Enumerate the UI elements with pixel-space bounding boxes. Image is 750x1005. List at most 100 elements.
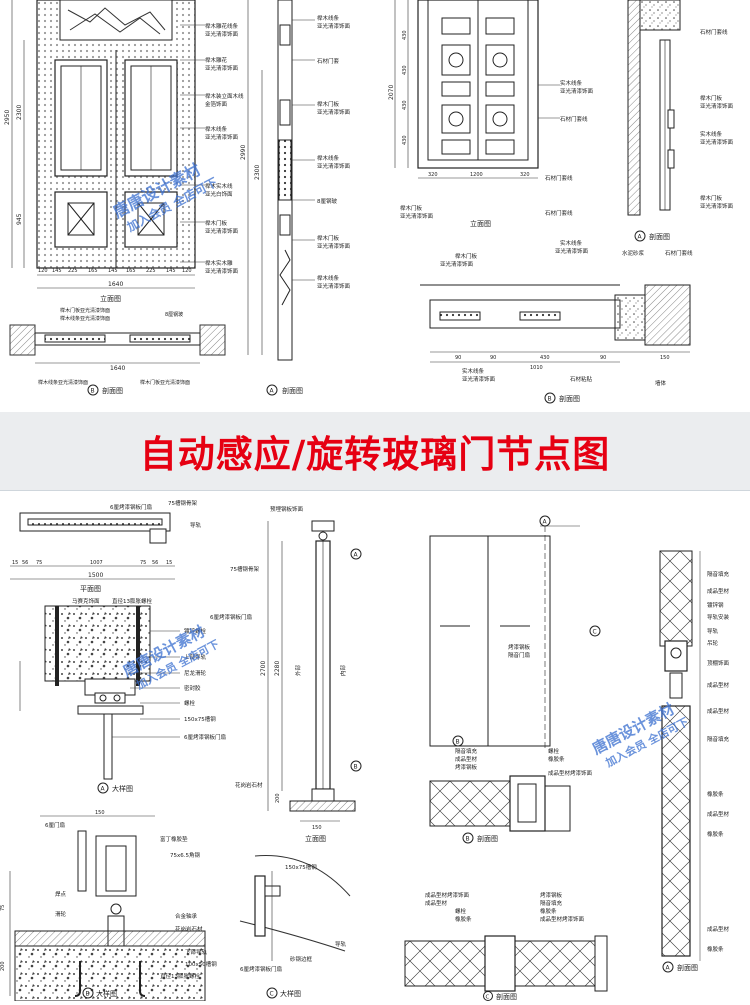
dim-225a: 225: [68, 268, 78, 274]
tr-b-dim-2: 430: [540, 355, 550, 361]
insulated-door-elevation: [429, 525, 580, 751]
br-a-callout-0: 隔音填充: [707, 570, 730, 578]
plan-callouts-topleft: 榉木门板亚光清漆饰面 榉木线条亚光清漆饰面 8厘钢玻 榉木线条亚光清漆饰面 榉木…: [38, 307, 190, 386]
tl-plan-callout-4: 榉木门板亚光清漆饰面: [140, 379, 190, 386]
door-section-middle: [247, 0, 293, 361]
detail-a-callouts: 马赛克饰面 直径13膨胀螺栓 镀锌螺栓 上部导轨 尼龙滑轮 密封胶 螺栓 150…: [72, 597, 226, 741]
bl-a-callout-7: 150x75槽钢: [184, 715, 216, 723]
tr-b-callout-6: 实木线条: [462, 367, 485, 375]
bl-b-dim-1: 75: [0, 905, 6, 911]
dim-bm-200: 200: [275, 793, 281, 803]
label-b-topleft: B: [91, 388, 95, 395]
label-a-circle-bottom: [97, 782, 109, 794]
dim-tr-320a: 320: [428, 172, 438, 178]
br-a-callout-5: 吊轮: [707, 639, 719, 647]
label-b-elev: B: [354, 764, 358, 771]
br-b-callout-2: 烤漆钢板: [455, 763, 478, 771]
bl-a-callout-2: 镀锌螺栓: [184, 627, 207, 635]
elevation-title-topleft: 立面图: [100, 294, 121, 303]
dim-tr-2070: 2070: [388, 85, 395, 100]
label-b-circle-right: [544, 392, 556, 404]
dim-165a: 165: [88, 268, 98, 274]
br-c-callout-2: 螺栓: [455, 907, 467, 915]
detail-a-title: 大样图: [112, 784, 133, 793]
section-a-title-right: 剖面图: [649, 232, 670, 241]
elevation-title-bm: 立面图: [305, 834, 326, 843]
dim-bm-2700: 2700: [260, 661, 267, 676]
label-b-br-elev: B: [456, 739, 460, 746]
dim-945: 945: [16, 213, 23, 225]
tl-callout-13: 亚光清漆饰面: [205, 267, 239, 275]
tl-plan-callout-2: 8厘钢玻: [165, 311, 183, 318]
bl-dim-6: 15: [166, 560, 172, 566]
label-a-br: A: [543, 519, 548, 526]
dim-1640: 1640: [108, 281, 123, 288]
tm-callout-6: 亚光清漆饰面: [317, 162, 351, 170]
insulated-section-a: [659, 550, 701, 961]
title-banner: 自动感应/旋转玻璃门节点图: [0, 412, 750, 490]
tr-callout-1: 亚光清漆饰面: [560, 87, 594, 95]
br-c-callout-4: 烤漆钢板: [540, 891, 563, 899]
tr-a-callout-3: 实木线条: [700, 130, 723, 138]
bm-c-callout-1: 6厘烤漆钢板门扇: [240, 965, 282, 973]
tm-callout-0: 榉木线条: [317, 14, 340, 22]
label-c-mid: C: [270, 991, 274, 998]
tl-callout-2: 榉木雕花: [205, 56, 228, 64]
bl-b-callout-6: 花岗岩石材: [175, 925, 203, 933]
br-a-callout-7: 成品型材: [707, 681, 730, 689]
ornate-door-elevation: [11, 0, 196, 289]
tm-callout-2: 石材门套: [317, 57, 340, 65]
dim-tr-320b: 320: [520, 172, 530, 178]
bl-a-callout-0: 马赛克饰面: [72, 597, 100, 605]
tm-callout-5: 榉木线条: [317, 154, 340, 162]
dim-2950: 2950: [4, 110, 11, 125]
dim-bm-150: 150: [312, 825, 322, 831]
bm-callout-3: 外部: [294, 664, 302, 676]
section-mid-callouts: 榉木线条 亚光清漆饰面 石材门套 榉木门板 亚光清漆饰面 榉木线条 亚光清漆饰面…: [292, 14, 351, 290]
label-b-circle-br: [462, 832, 474, 844]
bm-callout-4: 内部: [339, 664, 347, 676]
br-a-callout-13: 成品型材: [707, 925, 730, 933]
tr-b-dim-1: 90: [490, 355, 496, 361]
bm-callout-5: 花岗岩石材: [235, 781, 263, 789]
dim-2300: 2300: [16, 105, 23, 120]
tm-callout-8: 榉木门板: [317, 234, 340, 242]
br-c-callout-1: 成品型材: [425, 899, 448, 907]
section-a-br-callouts: 隔音填充 成品型材 镀锌钢 导轨安装 导轨 吊轮 顶棚饰面 成品型材 成品型材 …: [707, 570, 730, 953]
tl-callout-10: 榉木门板: [205, 219, 228, 227]
label-b-circle-elev: [350, 760, 362, 772]
tm-callout-4: 亚光清漆饰面: [317, 108, 351, 116]
br-a-callout-4: 导轨: [707, 627, 719, 635]
dim-145a: 145: [52, 268, 62, 274]
section-b-title-br: 剖面图: [477, 834, 498, 843]
label-b-circle-topleft: [87, 384, 99, 396]
dim-145b: 145: [108, 268, 118, 274]
tl-callout-9: 亚光白饰面: [205, 190, 233, 198]
br-c-callout-7: 成品型材烤漆饰面: [540, 915, 585, 923]
elevation-mid-callouts: 预埋钢板饰面 75槽钢骨架 6厘烤漆钢板门扇 外部 内部 花岗岩石材: [210, 505, 347, 789]
br-a-callout-10: 橡胶条: [707, 790, 724, 798]
bl-a-callout-4: 尼龙滑轮: [184, 669, 207, 677]
section-b-title-right: 剖面图: [559, 394, 580, 403]
bl-plan-callout-2: 导轨: [190, 521, 202, 529]
label-b-br: B: [466, 836, 470, 843]
label-a-bottom: A: [101, 786, 106, 793]
section-title-mid: 剖面图: [282, 386, 303, 395]
label-b-bottom: B: [86, 991, 90, 998]
tr-callout-0: 实木线条: [560, 79, 583, 87]
bm-c-callout-3: 导轨: [335, 940, 347, 948]
bm-c-callout-0: 150x75槽钢: [285, 863, 317, 871]
bl-b-callout-3: 焊点: [55, 890, 67, 898]
section-b-br-callouts: 隔音填充 成品型材 烤漆钢板 螺栓 橡胶条 成品型材烤漆饰面: [455, 747, 593, 777]
ornate-door-callouts: 榉木雕花线条 亚光清漆饰面 榉木雕花 亚光清漆饰面 榉木装立面木线 金箔饰面 榉…: [180, 22, 244, 275]
dim-120b: 120: [182, 268, 192, 274]
br-a-callout-2: 镀锌钢: [707, 601, 724, 609]
label-a-right: A: [638, 234, 643, 241]
dim-145c: 145: [166, 268, 176, 274]
panel-door-section-b: [420, 284, 691, 363]
detail-b-callouts: 6厘门扇 富丁橡胶垫 75x6.5角钢 焊点 滑轮 合金轴承 花岗岩石材 下部导…: [45, 821, 217, 980]
plan-callouts-bottom: 6厘烤漆钢板门扇 75槽钢骨架 导轨: [110, 499, 202, 529]
bl-b-callout-9: 直径13膨胀螺栓: [160, 972, 200, 980]
elevation-title-topright: 立面图: [470, 219, 491, 228]
bl-a-callout-3: 上部导轨: [184, 653, 207, 661]
